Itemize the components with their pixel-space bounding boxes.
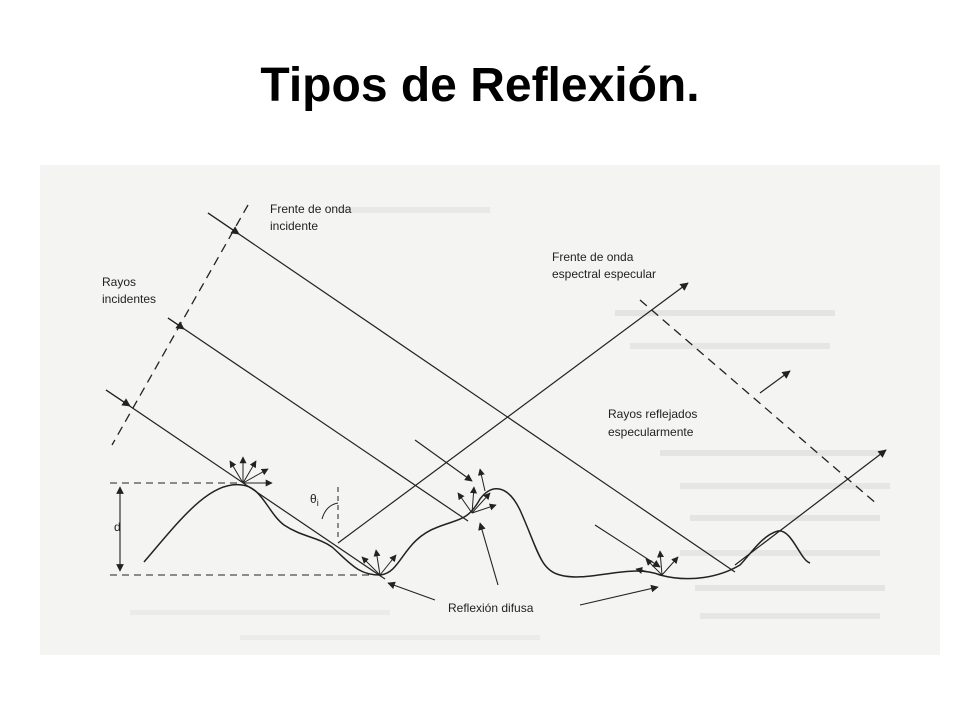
extra-incident-strokes xyxy=(414,439,661,568)
incident-ray xyxy=(105,389,386,580)
scatter-arrow xyxy=(379,554,397,576)
scatter-arrow xyxy=(471,503,497,514)
rough-surface xyxy=(143,483,811,580)
incident-rays xyxy=(105,212,736,580)
slide-title: Tipos de Reflexión. xyxy=(260,59,700,112)
diffuse-scatter-arrows xyxy=(229,456,679,576)
reflected-ray xyxy=(734,449,887,566)
incident-rays-label-1: Rayos xyxy=(102,275,136,289)
reflection-diagram: d θi Frente de onda incidente Rayos inci… xyxy=(40,165,940,655)
height-dimension xyxy=(110,482,380,576)
scatter-arrow xyxy=(661,556,679,576)
scatter-arrow xyxy=(470,486,478,514)
incident-wavefront-label-1: Frente de onda xyxy=(270,202,352,216)
incident-ray xyxy=(207,212,736,573)
angle-marker xyxy=(321,487,339,537)
specular-wavefront-label-2: espectral especular xyxy=(552,267,656,281)
diffuse-reflection-label: Reflexión difusa xyxy=(448,601,534,615)
diffuse-leader-lines xyxy=(387,522,659,606)
specular-wavefront-label-1: Frente de onda xyxy=(552,250,634,264)
scatter-arrow xyxy=(242,468,269,484)
scatter-arrow xyxy=(457,492,473,514)
incident-ray xyxy=(167,317,469,522)
specular-wavefront-line xyxy=(639,299,879,506)
height-label: d xyxy=(114,520,121,534)
reflected-rays-label-2: especularmente xyxy=(608,425,694,439)
reflected-rays xyxy=(337,282,887,566)
incident-ray xyxy=(105,389,131,407)
scatter-arrow xyxy=(635,567,663,576)
reflected-rays-label-1: Rayos reflejados xyxy=(608,407,697,421)
scatter-arrow xyxy=(657,550,665,576)
incident-ray xyxy=(207,212,240,235)
diagram-canvas: d θi Frente de onda incidente Rayos inci… xyxy=(102,202,890,640)
scatter-arrow xyxy=(373,549,381,576)
scatter-arrow xyxy=(471,492,491,514)
scatter-arrow xyxy=(242,460,257,484)
angle-label: θi xyxy=(310,492,319,508)
incident-rays-label-2: incidentes xyxy=(102,292,156,306)
scatter-arrow xyxy=(361,556,381,576)
scatter-arrow xyxy=(477,468,486,492)
incident-wavefront-label-2: incidente xyxy=(270,219,318,233)
reflected-ray xyxy=(759,370,791,394)
scan-ghost-text xyxy=(130,207,890,640)
reflected-ray xyxy=(337,282,689,544)
incident-ray xyxy=(167,317,185,330)
incident-wavefront-line xyxy=(111,204,249,446)
scatter-arrow xyxy=(229,460,244,484)
